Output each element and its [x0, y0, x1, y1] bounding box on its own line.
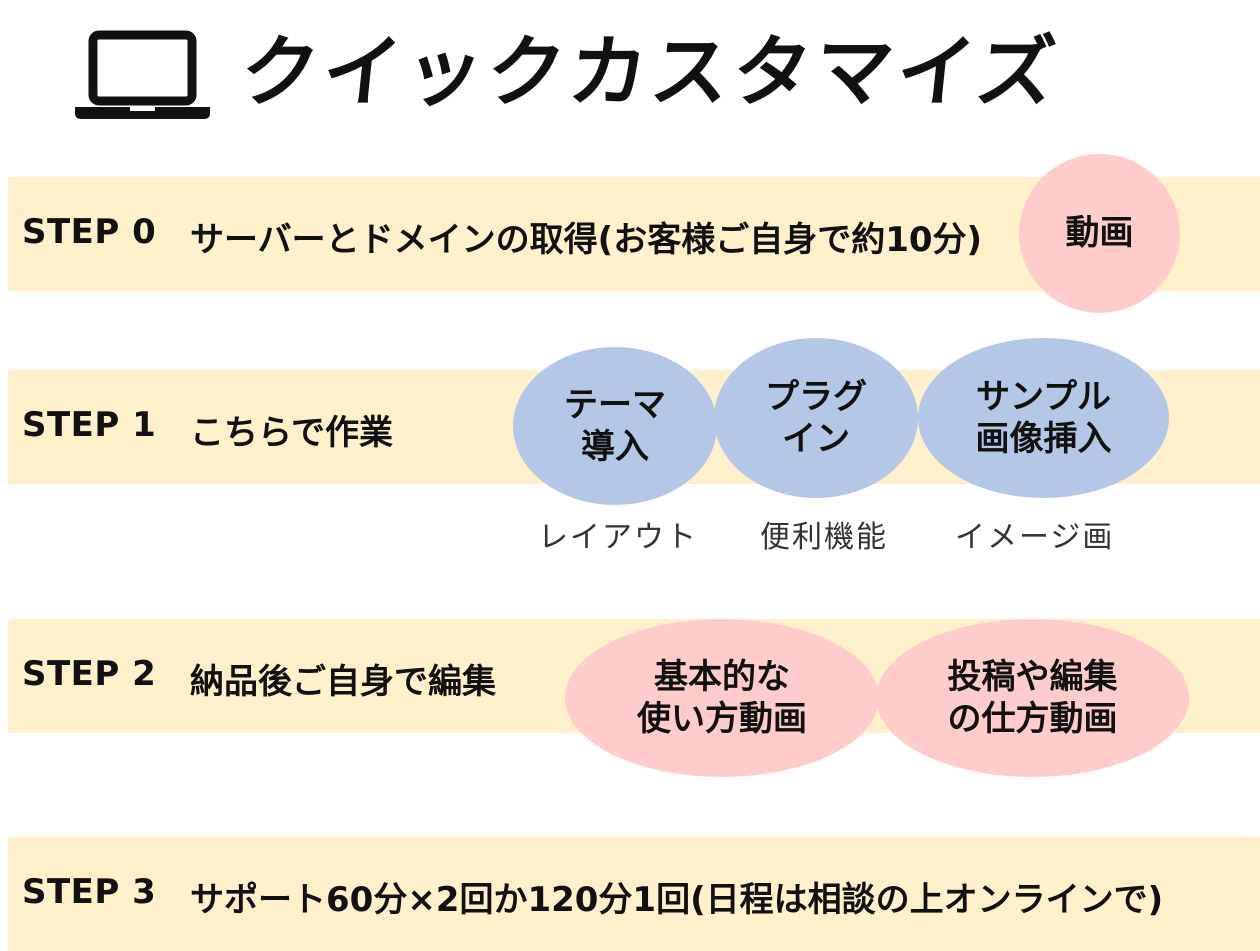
- step-1-caption-features: 便利機能: [760, 520, 888, 555]
- step-2-description: 納品後ご自身で編集: [190, 662, 496, 702]
- step-0-label: STEP 0: [22, 212, 157, 252]
- page-title: クイックカスタマイズ: [236, 28, 1064, 118]
- step-3-label: STEP 3: [22, 872, 157, 912]
- step-3-band: [8, 837, 1260, 951]
- bubble-text: プラグ イン: [765, 376, 867, 460]
- step-1-description: こちらで作業: [190, 413, 393, 453]
- step-1-caption-layout: レイアウト: [538, 520, 698, 555]
- step-3-description: サポート60分×2回か120分1回(日程は相談の上オンラインで): [190, 880, 1164, 920]
- header: クイックカスタマイズ: [70, 18, 1063, 128]
- step-1-label: STEP 1: [22, 405, 157, 445]
- step-2-label: STEP 2: [22, 654, 157, 694]
- laptop-icon: [75, 30, 210, 119]
- step-1-bubble-sample-images[interactable]: サンプル 画像挿入: [918, 338, 1169, 498]
- step-2-bubble-editing[interactable]: 投稿や編集 の仕方動画: [876, 619, 1189, 777]
- bubble-text: 基本的な 使い方動画: [637, 656, 807, 740]
- step-0-bubble-video[interactable]: 動画: [1019, 154, 1180, 313]
- step-2-bubble-basic-usage[interactable]: 基本的な 使い方動画: [565, 619, 879, 777]
- step-1-bubble-plugin[interactable]: プラグ イン: [714, 338, 918, 498]
- bubble-text: サンプル 画像挿入: [975, 376, 1112, 460]
- bubble-text: 投稿や編集 の仕方動画: [947, 656, 1118, 740]
- step-0-description: サーバーとドメインの取得(お客様ご自身で約10分): [190, 220, 983, 260]
- step-1-bubble-theme[interactable]: テーマ 導入: [513, 347, 717, 505]
- bubble-text: テーマ 導入: [564, 384, 666, 468]
- bubble-text: 動画: [1065, 213, 1134, 254]
- step-1-caption-image: イメージ画: [955, 520, 1115, 555]
